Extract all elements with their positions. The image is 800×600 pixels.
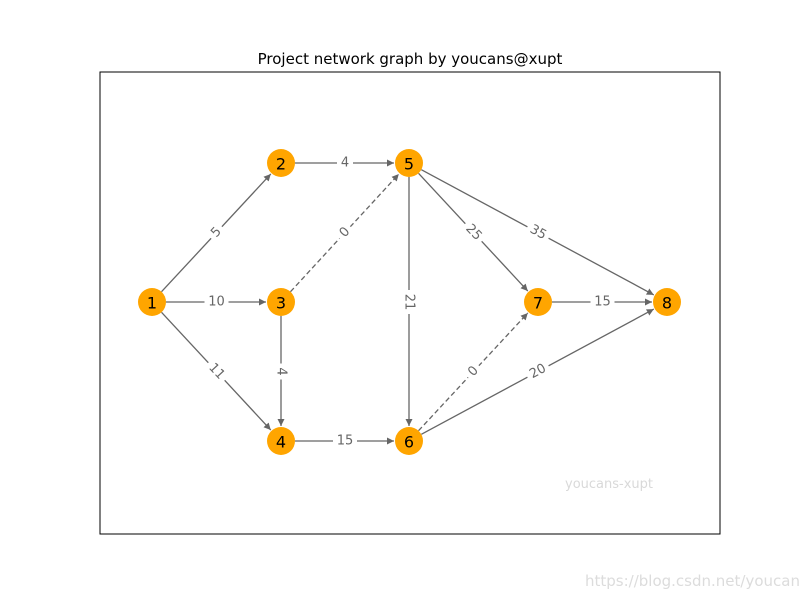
node-8: 8 (653, 288, 681, 316)
edge-3-5 (290, 173, 400, 293)
edge-weight-1-3: 10 (204, 294, 229, 310)
edge-weight-bg (462, 360, 485, 383)
edge-weight-bg (333, 221, 357, 244)
edge-weight-5-6: 21 (401, 290, 417, 314)
edge-weight-text: 21 (402, 294, 417, 311)
edge-weight-text: 15 (337, 434, 354, 449)
node-3: 3 (267, 288, 295, 316)
nodes-layer: 1 2 3 4 5 6 7 8 (138, 149, 681, 455)
edge-weight-6-8: 20 (523, 358, 553, 385)
edge-weight-text: 4 (341, 156, 349, 171)
edge-weight-2-5: 4 (337, 155, 353, 171)
edge-weight-bg (590, 294, 615, 310)
edge-weight-text: 10 (208, 295, 225, 310)
watermark-corner: https://blog.csdn.net/youcans (585, 572, 800, 590)
node-circle (395, 427, 423, 455)
edge-weight-bg (273, 363, 289, 380)
edge-weight-text: 15 (594, 295, 611, 310)
edge-weight-text: 4 (274, 367, 289, 375)
node-label: 5 (404, 155, 414, 174)
watermark-inner: youcans-xupt (565, 477, 653, 492)
edge-weight-7-8: 15 (590, 294, 615, 310)
node-circle (267, 288, 295, 316)
node-circle (267, 149, 295, 177)
edge-weight-3-4: 4 (273, 363, 289, 380)
edge-weight-text: 35 (527, 222, 549, 243)
node-label: 3 (276, 294, 286, 313)
edge-weight-bg (202, 357, 231, 386)
edge-weight-5-7: 25 (459, 218, 488, 247)
node-circle (138, 288, 166, 316)
edge-weight-bg (205, 221, 228, 244)
edge-weight-bg (401, 290, 417, 314)
node-6: 6 (395, 427, 423, 455)
edge-weight-bg (204, 294, 229, 310)
node-circle (524, 288, 552, 316)
node-label: 8 (662, 294, 672, 313)
node-label: 2 (276, 155, 286, 174)
edge-weight-bg (337, 155, 353, 171)
edge-weight-3-5: 0 (333, 221, 357, 244)
edge-weight-bg (523, 219, 553, 246)
edge-weight-6-7: 0 (462, 360, 485, 383)
edge-weight-1-4: 11 (202, 357, 231, 386)
node-2: 2 (267, 149, 295, 177)
node-label: 7 (533, 294, 543, 313)
edge-weight-1-2: 5 (205, 221, 228, 244)
edge-weight-bg (523, 358, 553, 385)
node-7: 7 (524, 288, 552, 316)
node-circle (395, 149, 423, 177)
edge-weight-text: 20 (527, 361, 549, 382)
node-circle (653, 288, 681, 316)
plot-frame (99, 71, 721, 535)
node-label: 1 (147, 294, 157, 313)
graph-title: Project network graph by youcans@xupt (258, 50, 563, 68)
node-4: 4 (267, 427, 295, 455)
node-circle (267, 427, 295, 455)
node-1: 1 (138, 288, 166, 316)
node-label: 4 (276, 433, 286, 452)
node-label: 6 (404, 433, 414, 452)
node-5: 5 (395, 149, 423, 177)
edge-weight-5-8: 35 (523, 219, 553, 246)
edge-weight-bg (333, 433, 357, 449)
edge-weight-4-6: 15 (333, 433, 357, 449)
edge-weight-bg (459, 218, 488, 247)
